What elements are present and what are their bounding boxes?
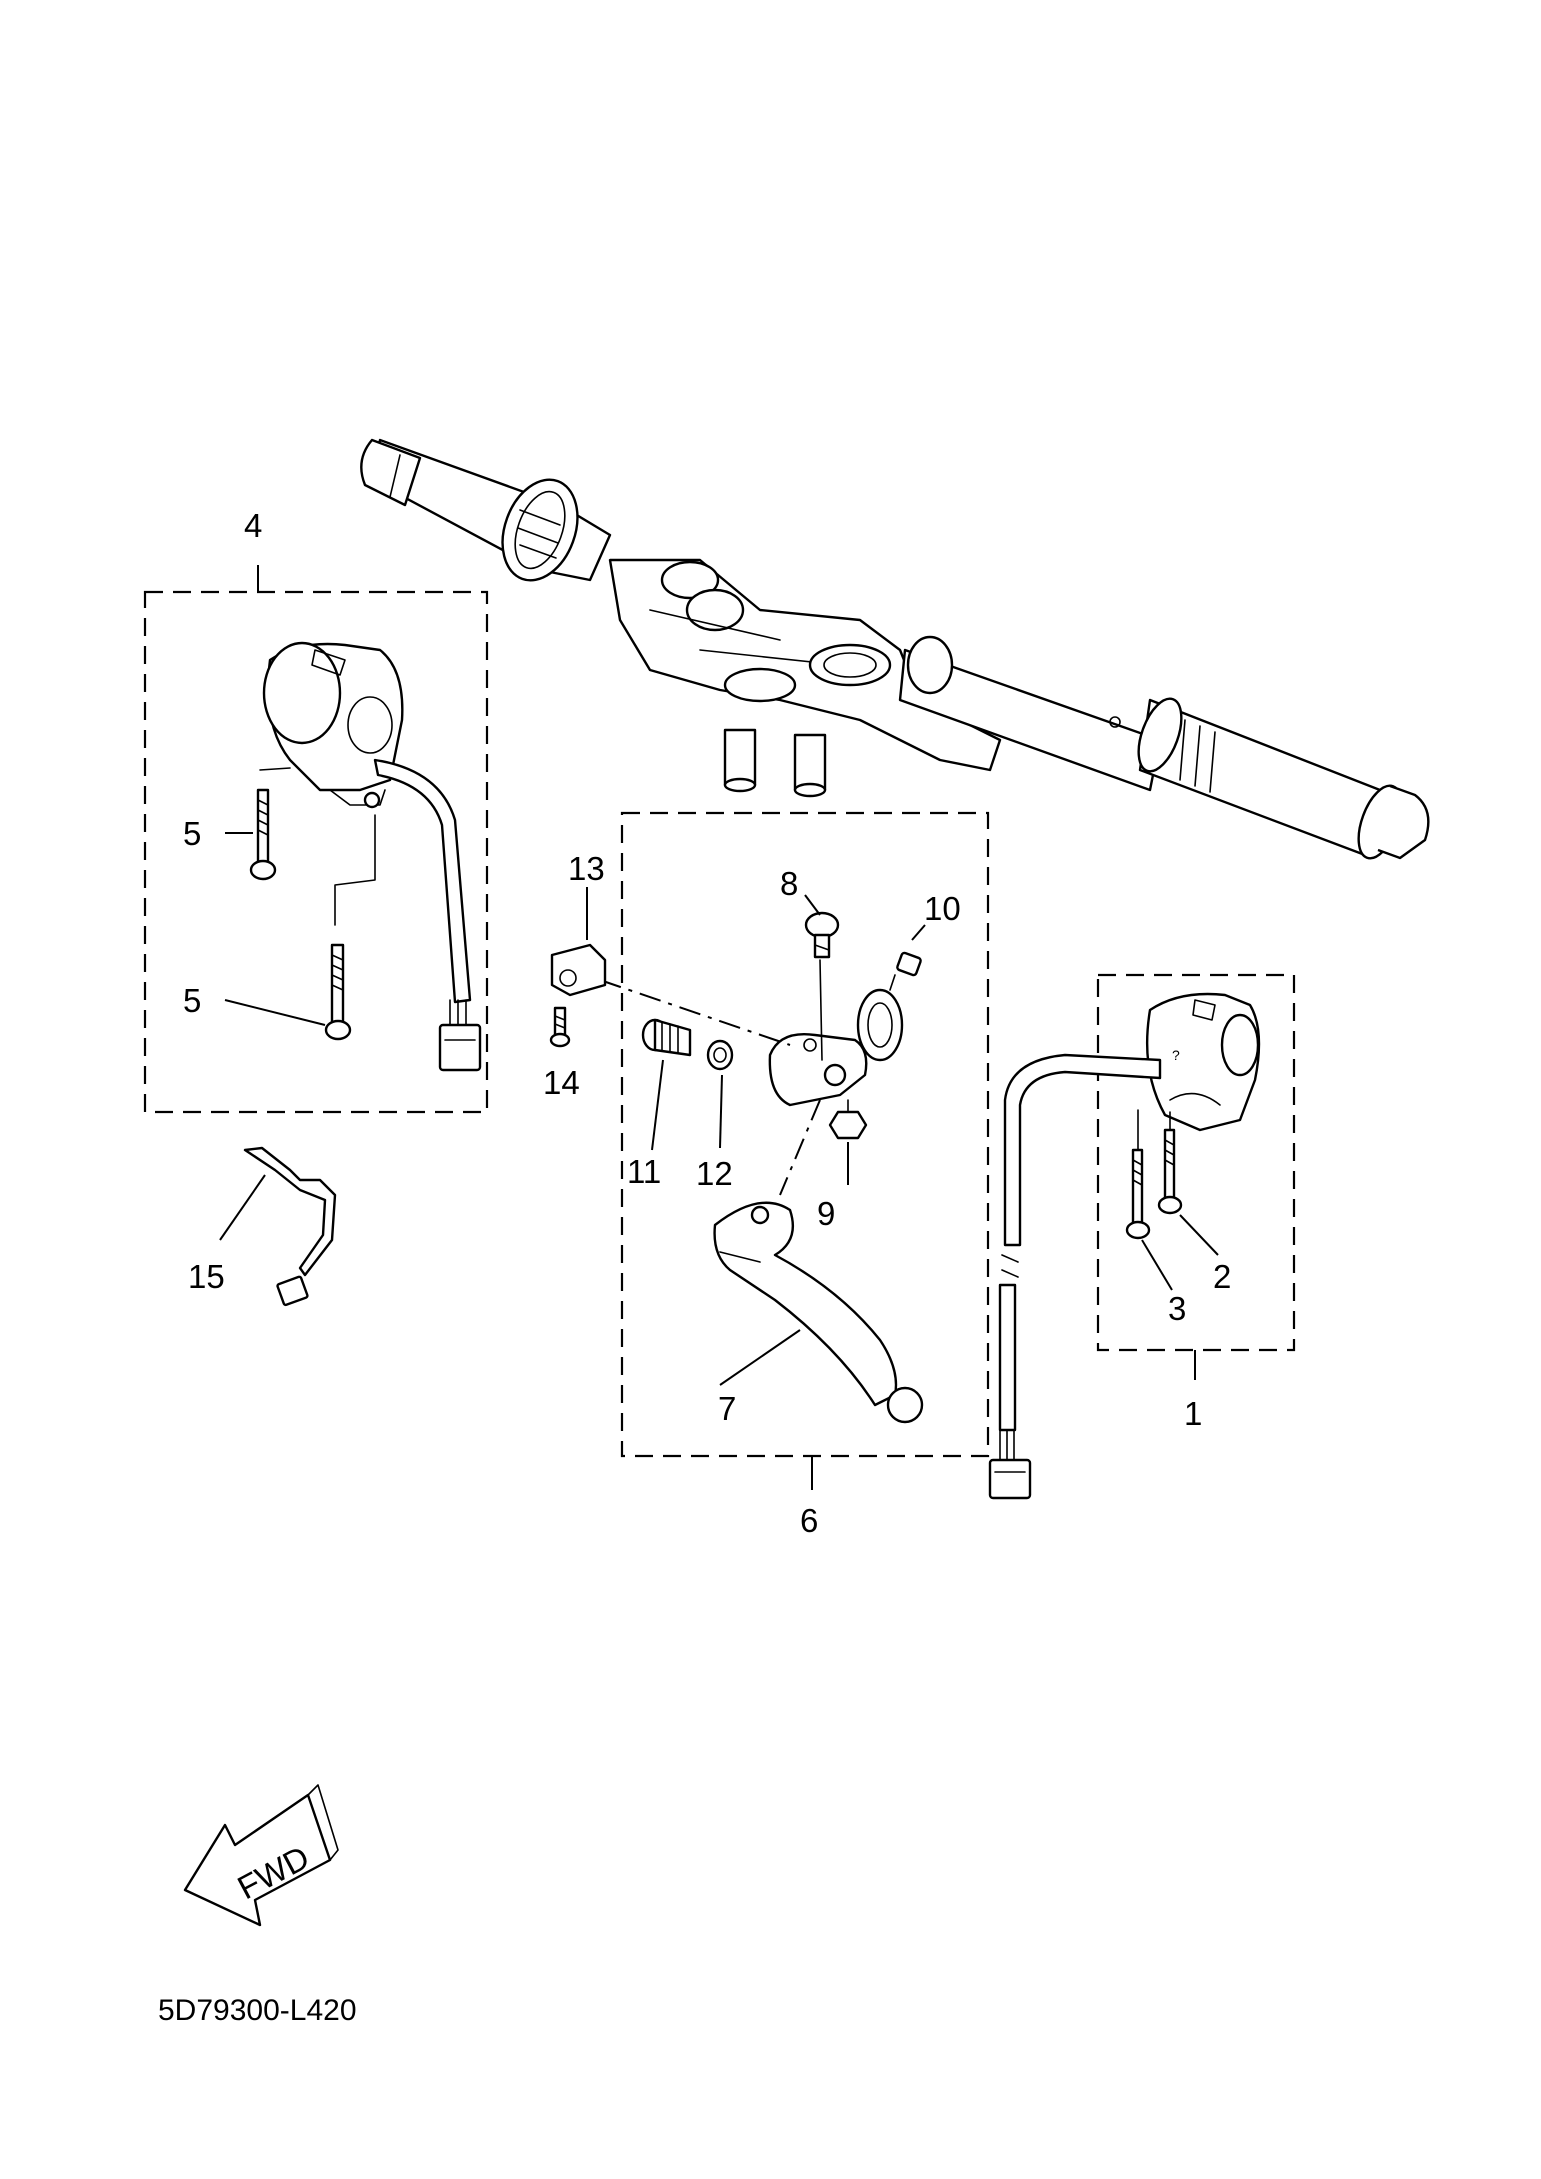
callout-4: 4	[244, 507, 262, 544]
group-box-6	[620, 811, 990, 1458]
adjuster-11	[641, 1018, 692, 1057]
screw-2	[1157, 1111, 1183, 1215]
part-13-clamp	[550, 887, 607, 997]
callout-12: 12	[696, 1155, 733, 1192]
callout-11: 11	[627, 1153, 661, 1190]
group-box-4	[143, 590, 489, 1114]
right-switch-group: ?	[988, 973, 1296, 1500]
svg-text:?: ?	[1172, 1047, 1180, 1063]
callout-10: 10	[924, 890, 961, 927]
screw-14	[549, 1006, 571, 1048]
callout-2: 2	[1213, 1258, 1231, 1295]
callout-13: 13	[568, 850, 605, 887]
callout-labels: 4 5 5 15 13 14 11 12 8 10 9 7 6 2 3 1	[183, 507, 1231, 1539]
callout-9: 9	[817, 1195, 835, 1232]
left-switch-group	[143, 565, 489, 1114]
callout-6: 6	[800, 1502, 818, 1539]
callout-3: 3	[1168, 1290, 1186, 1327]
callout-5-lower: 5	[183, 982, 201, 1019]
group-box-1	[1096, 973, 1296, 1352]
callout-15: 15	[188, 1258, 225, 1295]
screw-5-lower	[324, 943, 352, 1041]
bolt-8	[804, 911, 840, 1061]
handlebar-assembly	[360, 438, 1430, 860]
callout-8: 8	[780, 865, 798, 902]
screw-5-upper	[249, 788, 277, 881]
forward-direction-arrow: FWD	[183, 1784, 339, 1927]
screw-3	[1125, 1109, 1151, 1240]
diagram-code: 5D79300-L420	[158, 1994, 357, 2027]
callout-5-upper: 5	[183, 815, 201, 852]
clutch-lever-group	[599, 811, 990, 1490]
nut-12	[706, 1039, 734, 1071]
bolt-10	[889, 951, 922, 991]
callout-14: 14	[543, 1064, 580, 1101]
callout-7: 7	[718, 1390, 736, 1427]
nut-9	[828, 1099, 868, 1140]
clutch-switch-15	[219, 1146, 337, 1307]
callout-1: 1	[1184, 1395, 1202, 1432]
